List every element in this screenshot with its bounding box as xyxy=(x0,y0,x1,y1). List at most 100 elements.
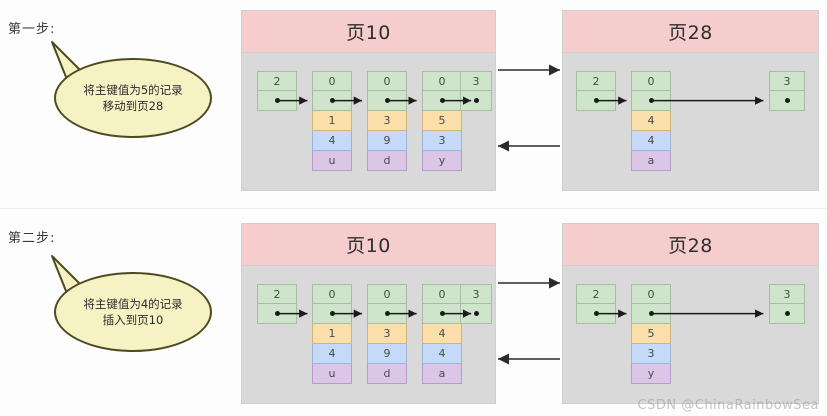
record-next-pointer xyxy=(367,304,407,324)
pointer-dot-icon xyxy=(784,98,790,103)
pointer-dot-icon xyxy=(274,98,280,103)
record-cell: 4 xyxy=(422,324,462,344)
page-body-28-step2: 2 0 5 3 y 3 xyxy=(563,266,818,403)
record-cell: u xyxy=(312,364,352,384)
pointer-dot-icon xyxy=(439,311,445,316)
record-next-pointer xyxy=(769,91,805,111)
pointer-dot-icon xyxy=(439,98,445,103)
record-next-pointer xyxy=(631,91,671,111)
record-cell: 0 xyxy=(367,71,407,91)
record-infimum: 2 xyxy=(576,71,616,111)
record-cell: 2 xyxy=(576,71,616,91)
record-3: 0 5 3 y xyxy=(422,71,462,171)
pointer-dot-icon xyxy=(329,98,335,103)
record-cell: 3 xyxy=(460,284,492,304)
step-panel-2: 第二步: 将主键值为4的记录 插入到页10 页10 2 0 xyxy=(0,208,827,416)
step-label-2: 第二步: xyxy=(8,231,56,246)
record-infimum: 2 xyxy=(257,284,297,324)
record-next-pointer xyxy=(257,304,297,324)
record-next-pointer xyxy=(422,304,462,324)
record-supremum: 3 xyxy=(769,71,805,111)
record-cell: 5 xyxy=(422,111,462,131)
callout-bubble-1: 将主键值为5的记录 移动到页28 xyxy=(54,58,212,138)
pointer-dot-icon xyxy=(384,98,390,103)
callout-text-2: 将主键值为4的记录 插入到页10 xyxy=(83,297,183,327)
record-next-pointer xyxy=(460,304,492,324)
record-cell: 0 xyxy=(422,71,462,91)
pointer-dot-icon xyxy=(473,98,479,103)
record-cell: 2 xyxy=(576,284,616,304)
record-next-pointer xyxy=(631,304,671,324)
page-box-10-step2: 页10 2 0 1 4 u 0 3 9 xyxy=(241,223,496,404)
page-box-28-step1: 页28 2 0 4 4 a 3 xyxy=(562,10,819,191)
record-cell: 3 xyxy=(460,71,492,91)
record-cell: 0 xyxy=(631,71,671,91)
record-next-pointer xyxy=(576,91,616,111)
record-cell: 5 xyxy=(631,324,671,344)
watermark: CSDN @ChinaRainbowSea xyxy=(637,398,819,413)
record-cell: 3 xyxy=(367,111,407,131)
record-infimum: 2 xyxy=(257,71,297,111)
record-cell: 3 xyxy=(367,324,407,344)
record-1: 0 4 4 a xyxy=(631,71,671,171)
page-title-10-step1: 页10 xyxy=(346,22,391,44)
page-header-10-step1: 页10 xyxy=(242,11,495,53)
record-supremum: 3 xyxy=(769,284,805,324)
record-1: 0 1 4 u xyxy=(312,71,352,171)
callout-1: 将主键值为5的记录 移动到页28 xyxy=(32,40,214,140)
pointer-dot-icon xyxy=(593,311,599,316)
pointer-dot-icon xyxy=(648,311,654,316)
record-cell: 4 xyxy=(312,344,352,364)
record-cell: 4 xyxy=(312,131,352,151)
record-cell: 4 xyxy=(422,344,462,364)
record-next-pointer xyxy=(422,91,462,111)
record-cell: 2 xyxy=(257,284,297,304)
record-cell: 0 xyxy=(422,284,462,304)
record-cell: 0 xyxy=(367,284,407,304)
record-next-pointer xyxy=(367,91,407,111)
page-title-10-step2: 页10 xyxy=(346,235,391,257)
record-cell: y xyxy=(422,151,462,171)
pointer-dot-icon xyxy=(473,311,479,316)
record-infimum: 2 xyxy=(576,284,616,324)
record-next-pointer xyxy=(312,304,352,324)
pointer-dot-icon xyxy=(784,311,790,316)
record-cell: d xyxy=(367,151,407,171)
page-body-10-step2: 2 0 1 4 u 0 3 9 d 0 xyxy=(242,266,495,403)
record-cell: 0 xyxy=(312,284,352,304)
step-label-1: 第一步: xyxy=(8,22,56,37)
page-header-10-step2: 页10 xyxy=(242,224,495,266)
record-next-pointer xyxy=(576,304,616,324)
record-cell: 4 xyxy=(631,131,671,151)
record-cell: u xyxy=(312,151,352,171)
callout-2: 将主键值为4的记录 插入到页10 xyxy=(32,254,214,354)
record-cell: a xyxy=(631,151,671,171)
record-2: 0 3 9 d xyxy=(367,71,407,171)
record-cell: 3 xyxy=(769,71,805,91)
record-1: 0 1 4 u xyxy=(312,284,352,384)
record-next-pointer xyxy=(312,91,352,111)
page-header-28-step1: 页28 xyxy=(563,11,818,53)
callout-text-1: 将主键值为5的记录 移动到页28 xyxy=(83,83,183,113)
record-next-pointer xyxy=(257,91,297,111)
record-cell: a xyxy=(422,364,462,384)
record-1: 0 5 3 y xyxy=(631,284,671,384)
page-header-28-step2: 页28 xyxy=(563,224,818,266)
record-cell: 1 xyxy=(312,111,352,131)
record-cell: 2 xyxy=(257,71,297,91)
record-supremum: 3 xyxy=(460,71,492,111)
page-title-28-step2: 页28 xyxy=(668,235,713,257)
record-cell: 3 xyxy=(631,344,671,364)
pointer-dot-icon xyxy=(329,311,335,316)
pointer-dot-icon xyxy=(593,98,599,103)
record-3: 0 4 4 a xyxy=(422,284,462,384)
record-next-pointer xyxy=(769,304,805,324)
page-body-28-step1: 2 0 4 4 a 3 xyxy=(563,53,818,190)
record-cell: 0 xyxy=(312,71,352,91)
record-cell: 4 xyxy=(631,111,671,131)
record-cell: 9 xyxy=(367,131,407,151)
record-2: 0 3 9 d xyxy=(367,284,407,384)
pointer-dot-icon xyxy=(648,98,654,103)
record-cell: 0 xyxy=(631,284,671,304)
